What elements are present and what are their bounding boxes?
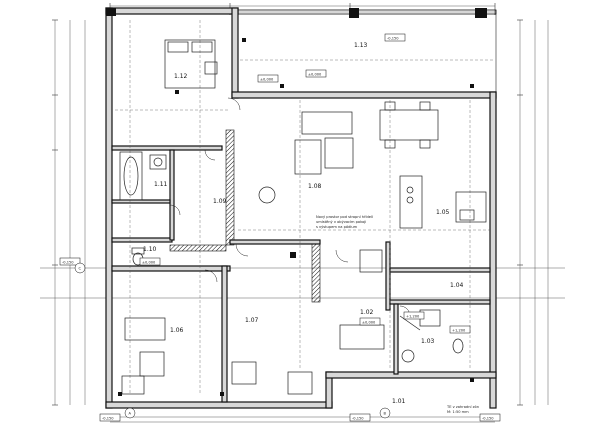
room-1-07: 1.07	[245, 317, 259, 324]
room-1-05: 1.05	[436, 209, 450, 216]
note-line-1: Nový prostor pod stropní hřídelí	[316, 215, 374, 219]
room-1-11: 1.11	[154, 181, 168, 188]
level-wc: +1,200	[452, 329, 466, 333]
axis-b: B	[384, 412, 387, 416]
room-1-04: 1.04	[450, 282, 464, 289]
bathtub	[119, 151, 167, 201]
room-labels: 1.12 1.13 1.11 1.09 1.08 1.05 1.10 1.04 …	[143, 42, 464, 405]
level-markers: -0,150 ±0,000 ±0,000 ±0,000 ±0,000 -0,15…	[59, 33, 501, 422]
stairs-1-02	[339, 249, 385, 350]
sofa-1-08	[258, 111, 354, 204]
room-1-13: 1.13	[354, 42, 368, 49]
level-bottom-right: -0,150	[482, 417, 494, 421]
construction-lines	[115, 20, 495, 395]
title-block: TE v zahradní zón M: 1:50 mm	[446, 405, 479, 414]
kitchen-counter	[399, 175, 487, 229]
axis-a: A	[129, 412, 132, 416]
dining-table	[379, 101, 439, 149]
room-1-02: 1.02	[360, 309, 374, 316]
level-small: +1,200	[406, 315, 420, 319]
interior-walls	[111, 129, 491, 403]
room-1-12: 1.12	[174, 73, 188, 80]
desk-1-07	[231, 361, 313, 395]
room-1-08: 1.08	[308, 183, 322, 190]
level-terrace: -0,150	[387, 37, 399, 41]
center-note: Nový prostor pod stropní hřídelí umístěn…	[316, 215, 374, 229]
level-bottom-mid: -0,150	[352, 417, 364, 421]
room-1-03: 1.03	[421, 338, 435, 345]
title-line-2: M: 1:50 mm	[447, 410, 469, 414]
room-1-10: 1.10	[143, 246, 157, 253]
bed-1-12	[164, 39, 218, 89]
level-mid: ±0,000	[142, 261, 156, 265]
wc-1-03	[399, 309, 464, 363]
column-markers	[118, 38, 474, 396]
axis-markers: C A B	[74, 262, 391, 419]
note-line-2: umístěný v obývacím pokoji	[316, 220, 366, 224]
level-main: ±0,000	[308, 73, 322, 77]
door-swings	[169, 97, 411, 317]
level-corner: -0,150	[62, 261, 74, 265]
room-1-06: 1.06	[170, 327, 184, 334]
level-top: ±0,000	[260, 78, 274, 82]
exterior-walls	[105, 7, 497, 409]
room-1-09: 1.09	[213, 198, 227, 205]
bed-1-06	[121, 317, 166, 395]
level-bottom-left: -0,150	[102, 417, 114, 421]
title-line-1: TE v zahradní zón	[446, 405, 479, 409]
level-hall: ±0,000	[362, 321, 376, 325]
note-line-3: s výstupem na pódium	[316, 225, 358, 229]
axis-c: C	[79, 267, 82, 271]
room-1-01: 1.01	[392, 398, 406, 405]
